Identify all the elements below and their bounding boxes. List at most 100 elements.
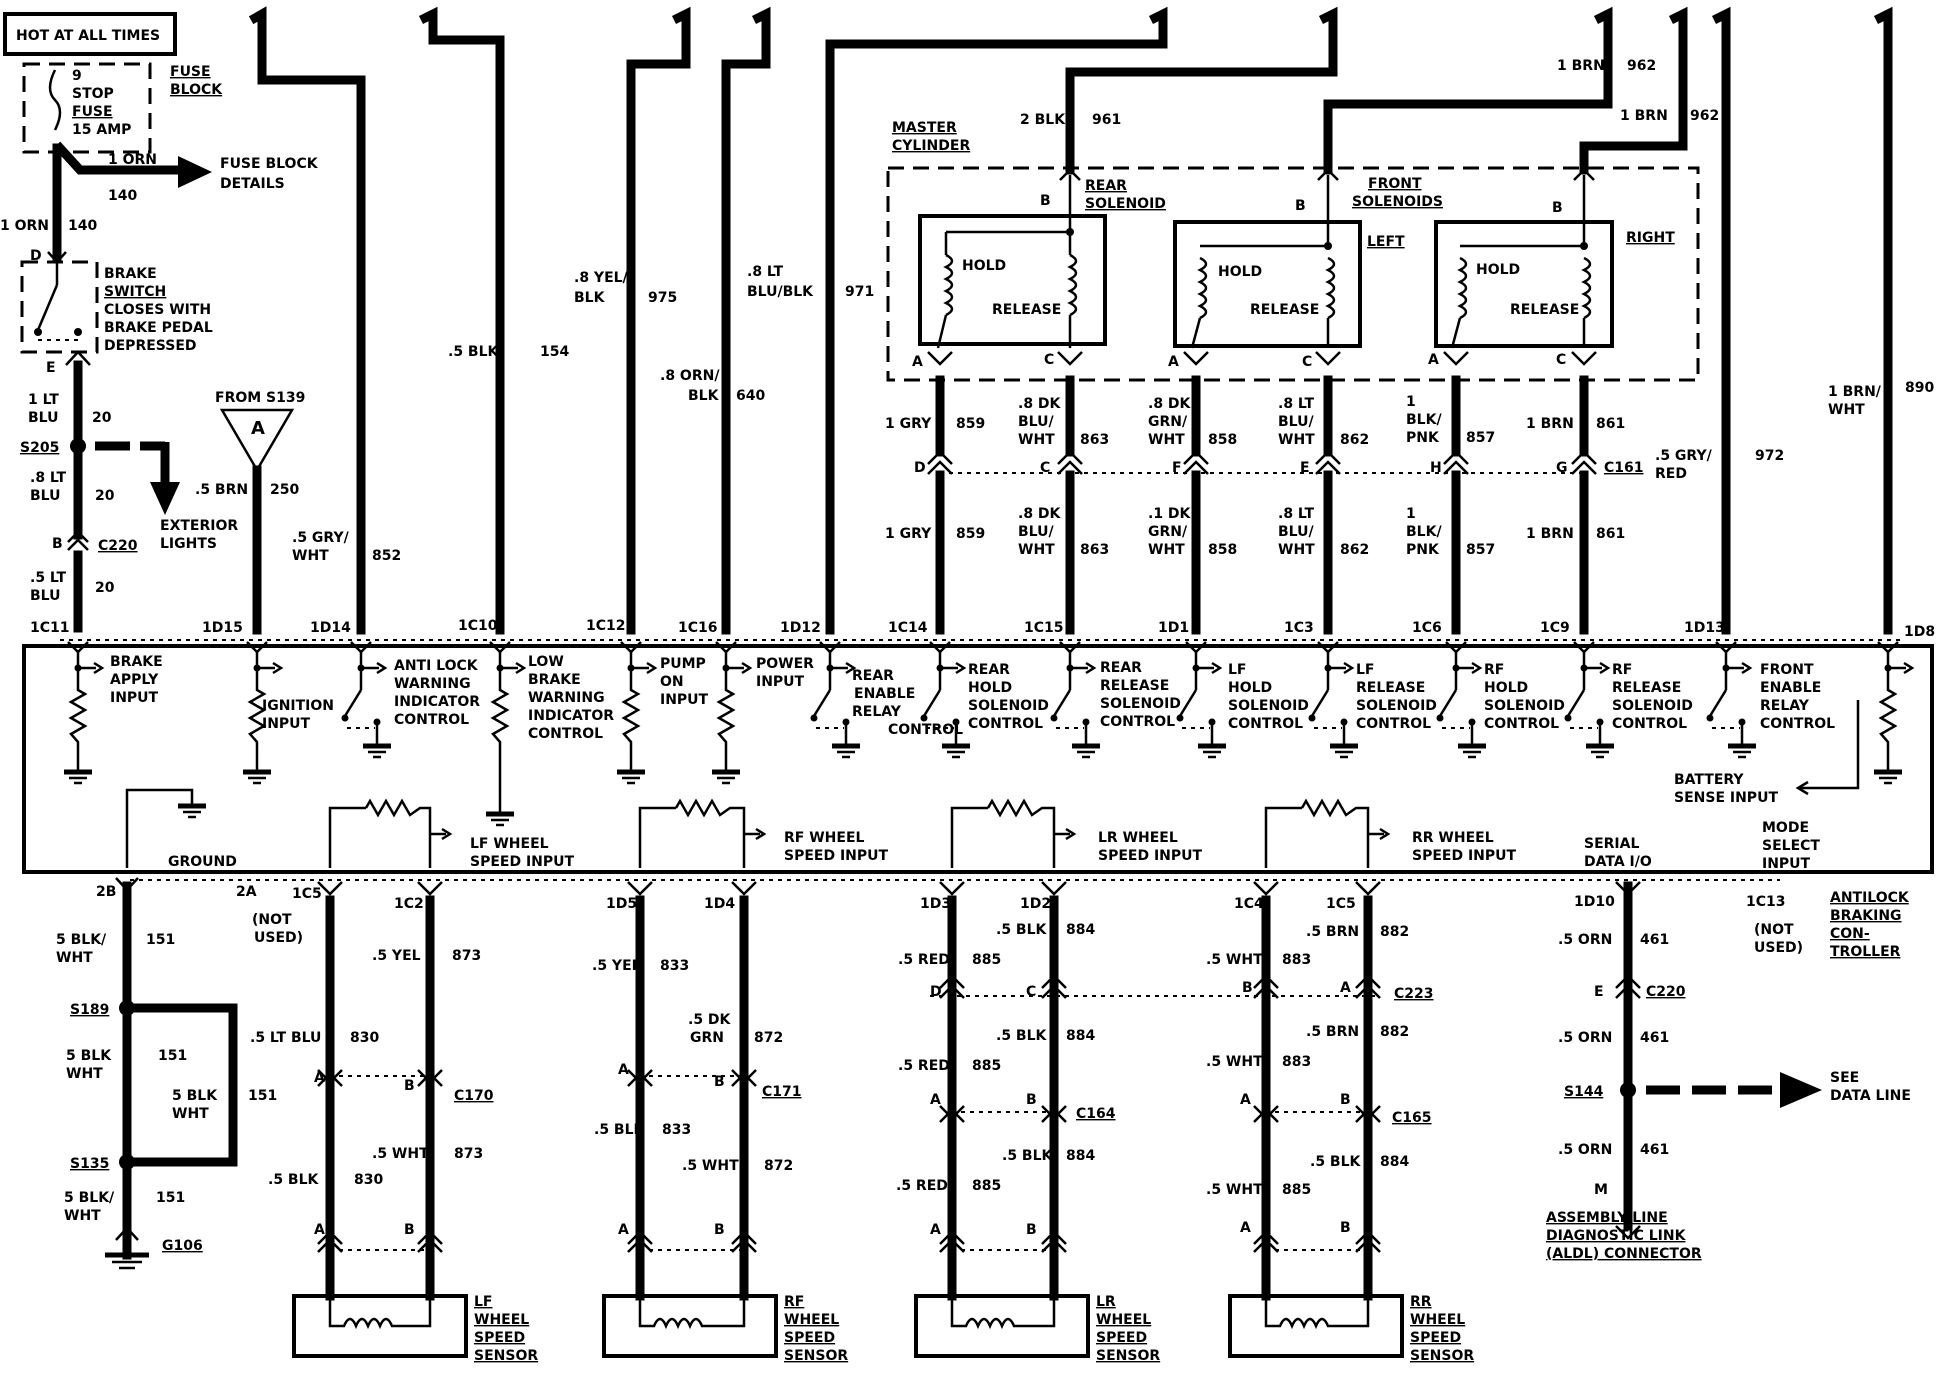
label-fuse-details2: DETAILS: [220, 176, 285, 192]
label-sensors-3-a3: .5 WHT: [1206, 1182, 1263, 1198]
label-wires_top-6-c2: WHT: [1828, 402, 1865, 418]
label-master-hold: HOLD: [1218, 264, 1262, 280]
label-functions-8-0: REAR: [1100, 660, 1142, 676]
label-functions-12-2: SOLENOID: [1612, 698, 1693, 714]
label-top_pins-14: 1D8: [1904, 624, 1935, 640]
label-functions-2-3: CONTROL: [394, 712, 469, 728]
label-wires_top-4-n: 640: [736, 388, 765, 404]
label-sensors-3-l1: RR: [1410, 1294, 1432, 1310]
label-functions-0-0: BRAKE: [110, 654, 163, 670]
label-sol_wires-3-d2: BLU/: [1278, 524, 1314, 540]
label-serial_wire-n: 461: [1640, 932, 1669, 948]
label-master-left: LEFT: [1367, 234, 1405, 250]
label-top_pins-6: 1D12: [780, 620, 821, 636]
label-functions-10-0: LF: [1356, 662, 1374, 678]
label-top_pins-8: 1C15: [1024, 620, 1064, 636]
label-fuse-left_c: 1 ORN: [0, 218, 49, 234]
label-bottom_pins-9: 1C5: [1326, 896, 1356, 912]
label-functions-3-0: LOW: [528, 654, 564, 670]
label-ground_wire-en: 151: [248, 1088, 277, 1104]
label-sensors-3-l2: WHEEL: [1410, 1312, 1465, 1328]
label-brake_switch-l3: CLOSES WITH: [104, 302, 211, 318]
label-functions-9-3: CONTROL: [1228, 716, 1303, 732]
label-wires_top-2-c1: .8 YEL/: [574, 270, 629, 286]
label-ground_wire-c2: WHT: [56, 950, 93, 966]
label-ground_wire-f1: 5 BLK/: [64, 1190, 115, 1206]
label-left_wires-ext2: LIGHTS: [160, 536, 217, 552]
label-sensors-3-a1: .5 WHT: [1206, 952, 1263, 968]
label-pins_ABCD-B: B: [714, 1074, 725, 1090]
label-master-pA: A: [912, 354, 923, 370]
label-sensors-3-bn2: 882: [1380, 1024, 1409, 1040]
label-sensors-3-an2: 883: [1282, 1054, 1311, 1070]
label-sensors-0-l1: LF: [474, 1294, 492, 1310]
label-sol_wires-3-pin: E: [1300, 460, 1310, 476]
label-brake_switch-pinE: E: [46, 360, 56, 376]
label-sol_wires-3-c2: BLU/: [1278, 414, 1314, 430]
label-sol_wires-1-c2: BLU/: [1018, 414, 1054, 430]
label-pins_ABCD-B: B: [1026, 1222, 1037, 1238]
label-functions-13-2: RELAY: [1760, 698, 1810, 714]
label-functions-13-0: FRONT: [1760, 662, 1814, 678]
label-sol_wires-2-c3: WHT: [1148, 432, 1185, 448]
label-c161: C161: [1604, 460, 1644, 476]
label-functions-12-3: CONTROL: [1612, 716, 1687, 732]
label-functions-11-0: RF: [1484, 662, 1504, 678]
label-sol_wires-3-c3: WHT: [1278, 432, 1315, 448]
label-sensors-0-w3c: .5 WHT: [372, 1146, 429, 1162]
label-ground_wire-dn: 151: [158, 1048, 187, 1064]
label-functions-2-0: ANTI LOCK: [394, 658, 479, 674]
label-not_used-1: USED): [1754, 940, 1803, 956]
label-sensors-0-w4c: .5 BLK: [268, 1172, 320, 1188]
label-sol_wires-3-d1: .8 LT: [1278, 506, 1315, 522]
label-bottom_pins-1: 2A: [236, 884, 257, 900]
label-master_feed-f1_n: 962: [1627, 58, 1656, 74]
label-sensors-0-w2c: .5 LT BLU: [250, 1030, 321, 1046]
label-functions-12-1: RELEASE: [1612, 680, 1681, 696]
label-master-rear2: SOLENOID: [1085, 196, 1166, 212]
label-left_wires-n1: 20: [92, 410, 112, 426]
label-bottom_pins-5: 1D4: [704, 896, 735, 912]
label-sensors-1-w2n: 872: [754, 1030, 783, 1046]
label-left_wires-c3a: .5 LT: [30, 570, 67, 586]
label-sol_wires-0-dn: 859: [956, 526, 985, 542]
label-pins_ABCD-A: A: [1240, 1220, 1251, 1236]
label-functions-13-3: CONTROL: [1760, 716, 1835, 732]
label-sensors-0-w3n: 873: [454, 1146, 483, 1162]
label-pins_ABCD-B: B: [714, 1222, 725, 1238]
label-left_wires-n2: 20: [95, 488, 115, 504]
label-pins_ABCD-B: B: [404, 1222, 415, 1238]
label-brake_switch-l5: DEPRESSED: [104, 338, 197, 354]
label-fuse-num: 9: [72, 68, 82, 84]
label-functions-8-1: RELEASE: [1100, 678, 1169, 694]
label-left_wires-pinB: B: [52, 536, 63, 552]
label-serial_wire-c: .5 ORN: [1558, 1142, 1612, 1158]
label-functions-11-2: SOLENOID: [1484, 698, 1565, 714]
label-serial_wire-n: 461: [1640, 1142, 1669, 1158]
label-functions-3-4: CONTROL: [528, 726, 603, 742]
label-sol_wires-2-pin: F: [1172, 460, 1182, 476]
label-from_s139-c: .5 BRN: [195, 482, 248, 498]
label-ground_wire-d1: 5 BLK: [66, 1048, 112, 1064]
label-controller-2: CON-: [1830, 926, 1870, 942]
label-sensors-3-conn: C165: [1392, 1110, 1432, 1126]
label-left_wires-conn: C220: [98, 538, 138, 554]
label-functions-6-2: RELAY: [852, 704, 902, 720]
label-sol_wires-4-n: 857: [1466, 430, 1495, 446]
label-master-pC: C: [1044, 352, 1054, 368]
label-functions-11-3: CONTROL: [1484, 716, 1559, 732]
label-functions-5-1: INPUT: [756, 674, 805, 690]
label-ground_wire-e1: 5 BLK: [172, 1088, 218, 1104]
label-sensors-0-w2n: 830: [350, 1030, 379, 1046]
label-bottom_pins-7: 1D2: [1020, 896, 1051, 912]
label-sol_wires-1-c1: .8 DK: [1018, 396, 1062, 412]
label-wires_top-3-c1: .8 LT: [747, 264, 784, 280]
label-ground_label: GROUND: [168, 854, 237, 870]
label-sensors-3-b2: .5 BRN: [1306, 1024, 1359, 1040]
label-fuse-details1: FUSE BLOCK: [220, 156, 319, 172]
label-from_s139-n: 250: [270, 482, 299, 498]
serial-line-labels: .5 ORN 461 E C220 .5 ORN 461 S144 SEE DA…: [1546, 932, 1911, 1262]
label-sensors-2-b1: .5 BLK: [996, 922, 1048, 938]
label-master-pB: B: [1040, 193, 1051, 209]
label-sensors-2-b2: .5 BLK: [996, 1028, 1048, 1044]
